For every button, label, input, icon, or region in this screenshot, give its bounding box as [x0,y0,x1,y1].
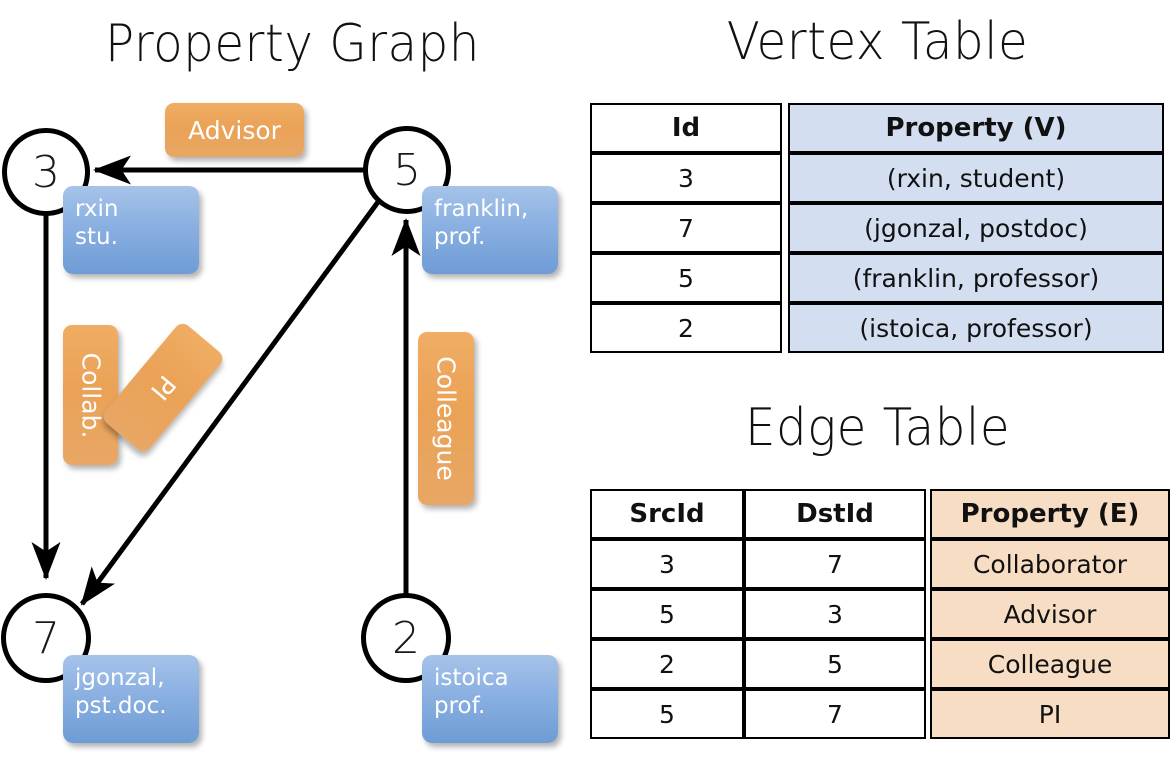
node-property-box-5: franklin, prof. [422,186,558,274]
table-row: 5 (franklin, professor) [590,253,1164,303]
edge-label-text: Colleague [431,356,461,481]
column-gap [782,203,788,253]
property-graph-diagram: 3 5 7 2 rxin stu. franklin, prof. jgonza… [1,103,558,743]
graph-edge-arrows [31,155,421,606]
edge-cell-srcid: 5 [590,589,744,639]
vertex-table: Id Property (V) 3 (rxin, student) 7 (jgo… [590,103,1164,353]
edge-cell-srcid: 5 [590,689,744,739]
edge-header-dstid: DstId [744,489,926,539]
graph-node-5[interactable]: 5 [363,126,451,214]
vertex-cell-property: (rxin, student) [788,153,1164,203]
vertex-header-id: Id [590,103,782,153]
column-gap [926,539,930,589]
column-gap [782,153,788,203]
node-property-line: prof. [434,224,486,251]
edge-label-advisor: Advisor [165,103,304,157]
table-header-row: Id Property (V) [590,103,1164,153]
node-property-box-2: istoica prof. [422,655,558,743]
vertex-cell-id: 3 [590,153,782,203]
edge-label-text: Collab. [76,352,105,438]
edge-label-collab: Collab. [63,325,118,465]
node-property-line: rxin [75,196,119,222]
table-row: 3 (rxin, student) [590,153,1164,203]
page-title-edge-table: Edge Table [744,398,1011,458]
vertex-cell-property: (istoica, professor) [788,303,1164,353]
table-row: 7 (jgonzal, postdoc) [590,203,1164,253]
node-property-box-3: rxin stu. [63,186,199,274]
edge-cell-property: Advisor [930,589,1170,639]
node-property-line: stu. [75,224,118,251]
node-property-box-7: jgonzal, pst.doc. [63,655,199,743]
table-row: 5 3 Advisor [590,589,1170,639]
node-property-line: istoica [434,665,509,691]
node-property-line: prof. [434,693,486,720]
vertex-cell-id: 7 [590,203,782,253]
edge-cell-property: Colleague [930,639,1170,689]
column-gap [926,689,930,739]
column-gap [782,303,788,353]
vertex-cell-id: 2 [590,303,782,353]
table-row: 2 5 Colleague [590,639,1170,689]
edge-cell-dstid: 7 [744,539,926,589]
vertex-cell-id: 5 [590,253,782,303]
page-title-vertex-table: Vertex Table [726,12,1029,72]
table-header-row: SrcId DstId Property (E) [590,489,1170,539]
edge-cell-property: Collaborator [930,539,1170,589]
edge-cell-dstid: 7 [744,689,926,739]
column-gap [782,103,788,153]
edge-header-property: Property (E) [930,489,1170,539]
vertex-header-property: Property (V) [788,103,1164,153]
edge-label-text: Advisor [188,115,281,145]
edge-cell-dstid: 3 [744,589,926,639]
edge-cell-srcid: 3 [590,539,744,589]
edge-cell-dstid: 5 [744,639,926,689]
page-title-property-graph: Property Graph [105,14,480,74]
edge-table: SrcId DstId Property (E) 3 7 Collaborato… [590,489,1170,739]
column-gap [782,253,788,303]
node-property-line: pst.doc. [75,693,167,720]
table-row: 3 7 Collaborator [590,539,1170,589]
node-property-line: franklin, [434,196,529,222]
edge-header-srcid: SrcId [590,489,744,539]
graph-node-2[interactable]: 2 [361,593,451,683]
edge-arrow-5-to-7 [79,200,381,606]
edge-cell-srcid: 2 [590,639,744,689]
column-gap [926,639,930,689]
table-row: 2 (istoica, professor) [590,303,1164,353]
vertex-cell-property: (jgonzal, postdoc) [788,203,1164,253]
table-row: 5 7 PI [590,689,1170,739]
vertex-cell-property: (franklin, professor) [788,253,1164,303]
edge-label-text: PI [144,369,182,406]
edge-label-colleague: Colleague [418,332,474,505]
column-gap [926,489,930,539]
column-gap [926,589,930,639]
node-property-line: jgonzal, [75,665,165,691]
edge-cell-property: PI [930,689,1170,739]
